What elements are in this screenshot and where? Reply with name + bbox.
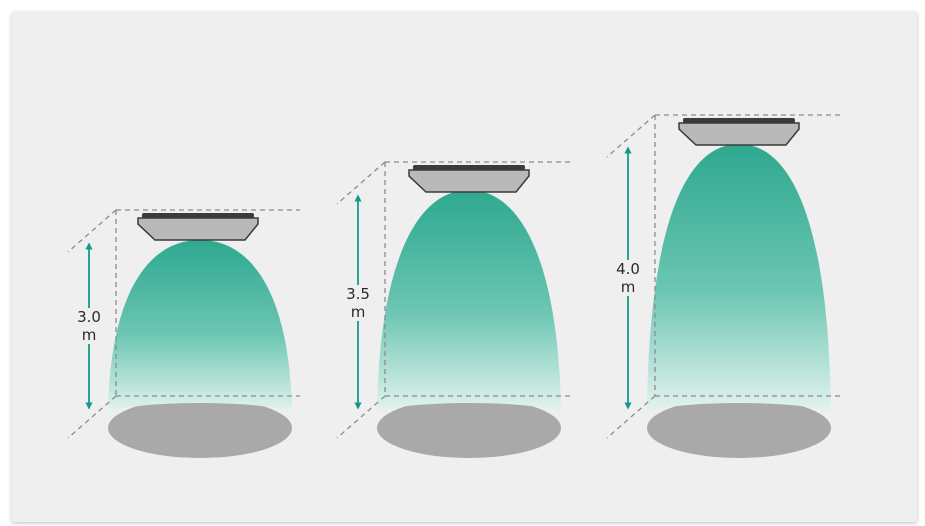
light-beam [647, 144, 831, 412]
height-label-4m: 4.0 m [611, 260, 645, 296]
fixture-group-4m [606, 114, 840, 458]
guide-lines [606, 114, 840, 439]
ceiling-light-icon [137, 213, 259, 241]
floor-light-spot [377, 398, 561, 458]
fixture-group-3-5m [336, 161, 570, 458]
fixture-group-3m [67, 209, 300, 458]
height-unit: m [81, 326, 97, 344]
floor-light-spot [108, 398, 292, 458]
light-beam [108, 240, 292, 412]
height-label-3-5m: 3.5 m [341, 285, 375, 321]
guide-lines [336, 161, 570, 439]
height-value: 3.0 [77, 308, 101, 326]
height-unit: m [620, 278, 636, 296]
height-label-3m: 3.0 m [72, 308, 106, 344]
ceiling-light-icon [408, 165, 530, 193]
ceiling-light-icon [678, 118, 800, 146]
guide-lines [67, 209, 300, 439]
floor-light-spot [647, 398, 831, 458]
height-value: 4.0 [616, 260, 640, 278]
light-beam [377, 190, 561, 412]
height-unit: m [350, 303, 366, 321]
height-value: 3.5 [346, 285, 370, 303]
